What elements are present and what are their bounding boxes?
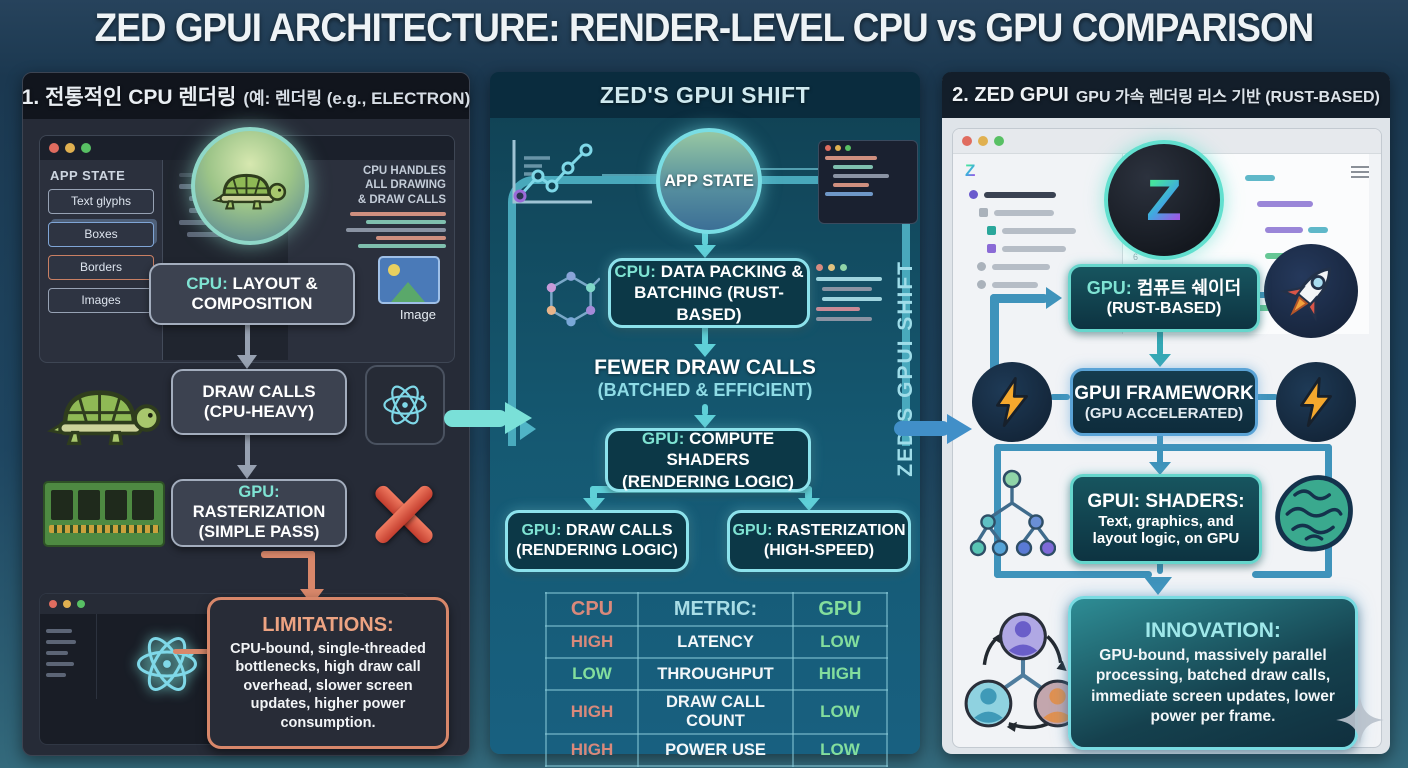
turtle-icon (47, 369, 163, 449)
electron-atom-icon (131, 628, 203, 700)
gpui-framework-box: GPUI FRAMEWORK (GPU ACCELERATED) (1070, 368, 1258, 436)
rocket-icon (1278, 258, 1344, 324)
collaboration-avatars-icon (962, 610, 1084, 736)
limitations-body: CPU-bound, single-threaded bottlenecks, … (230, 640, 426, 731)
table-row: HIGH LATENCY LOW (545, 625, 888, 659)
panel-cpu-header: 1. 전통적인 CPU 렌더링 (예: 렌더링 (e.g., ELECTRON) (21, 73, 471, 119)
lightning-icon (1289, 375, 1343, 429)
panel-mid-header: ZED'S GPUI SHIFT (490, 72, 920, 118)
fewer-draw-calls-note: FEWER DRAW CALLS (BATCHED & EFFICIENT) (594, 356, 816, 400)
cpu-packing-box: CPU: DATA PACKING & BATCHING (RUST-BASED… (608, 258, 810, 328)
electron-atom-icon (379, 379, 431, 431)
molecule-icon (542, 268, 600, 330)
draw-calls-box: DRAW CALLS (CPU-HEAVY) (171, 369, 347, 435)
image-label: Image (399, 307, 436, 323)
app-state-label: APP STATE (50, 168, 126, 183)
innovation-box: INNOVATION: GPU-bound, massively paralle… (1068, 596, 1358, 750)
gpu-rasterization-box: GPU: RASTERIZATION (HIGH-SPEED) (727, 510, 911, 572)
gpui-shaders-box: GPUI: SHADERS: Text, graphics, and layou… (1070, 474, 1262, 564)
panel-cpu-rendering: 1. 전통적인 CPU 렌더링 (예: 렌더링 (e.g., ELECTRON)… (22, 72, 470, 756)
image-thumbnail-icon (378, 256, 440, 305)
gpu-draw-calls-box: GPU: DRAW CALLS (RENDERING LOGIC) (505, 510, 689, 572)
cpu-layout-box: CPU: LAYOUT & COMPOSITION (149, 263, 355, 325)
zed-z-logo: Z (965, 161, 976, 180)
left-to-middle-arrow (444, 410, 508, 427)
cpu-note: CPU HANDLES ALL DRAWING & DRAW CALLS (357, 165, 446, 206)
electron-tile (365, 365, 445, 445)
code-snippet (816, 264, 900, 330)
panel-right-header-sub: GPU 가속 렌더링 리스 기반 (RUST-BASED) (1075, 89, 1380, 106)
minimize-button-icon (978, 136, 988, 146)
turtle-icon (212, 160, 288, 212)
panel-gpui-shift: ZED'S GPUI SHIFT APP STATE CPU: DATA PAC… (490, 72, 920, 767)
app-state-item-boxes: Boxes (48, 222, 154, 247)
cpu-note-column: CPU HANDLES ALL DRAWING & DRAW CALLS (288, 160, 454, 360)
left-to-middle-arrowhead (505, 402, 532, 434)
maximize-button-icon (77, 600, 85, 608)
table-row: HIGH POWER USE LOW (545, 733, 888, 767)
sidebar-file-list (969, 181, 1109, 289)
panel-right-header-main: 2. ZED GPUI (952, 83, 1069, 106)
menu-icon (1351, 163, 1369, 181)
app-state-item-borders: Borders (48, 255, 154, 280)
close-button-icon (49, 143, 59, 153)
table-header-row: CPU METRIC: GPU (545, 592, 888, 627)
gpu-compute-shader-box: GPU: 컴퓨트 쉐이더 (RUST-BASED) (1068, 264, 1260, 332)
x-mark-icon (367, 477, 441, 551)
panel-right-header: 2. ZED GPUI GPU 가속 렌더링 리스 기반 (RUST-BASED… (942, 72, 1390, 118)
sparkle-icon (1334, 694, 1386, 746)
close-button-icon (49, 600, 57, 608)
app-state-label: APP STATE (664, 171, 754, 190)
panel-cpu-header-main: 1. 전통적인 CPU 렌더링 (21, 86, 237, 109)
lightning-icon (985, 375, 1039, 429)
maximize-button-icon (81, 143, 91, 153)
app-state-circle: APP STATE (656, 128, 762, 234)
chart-icon (504, 134, 600, 212)
middle-to-right-arrowhead (947, 414, 972, 444)
panel-cpu-header-sub: (예: 렌더링 (e.g., ELECTRON) (243, 88, 471, 108)
lightning-circle (1276, 362, 1356, 442)
panel-zed-gpui: 2. ZED GPUI GPU 가속 렌더링 리스 기반 (RUST-BASED… (942, 72, 1390, 754)
comparison-table: CPU METRIC: GPU HIGH LATENCY LOW LOW THR… (545, 592, 888, 767)
close-button-icon (962, 136, 972, 146)
minimize-button-icon (65, 143, 75, 153)
file-tree (40, 614, 97, 699)
panel-mid-header-text: ZED'S GPUI SHIFT (599, 81, 811, 108)
innovation-body: GPU-bound, massively parallel processing… (1091, 647, 1335, 725)
code-window-icon (818, 140, 918, 224)
app-state-item-images: Images (48, 288, 154, 313)
lightning-circle (972, 362, 1052, 442)
table-row: HIGH DRAW CALL COUNT LOW (545, 689, 888, 735)
innovation-title: INNOVATION: (1145, 619, 1281, 643)
app-state-item-text-glyphs: Text glyphs (48, 189, 154, 214)
rocket-circle (1264, 244, 1358, 338)
side-label: ZED'S GPUI SHIFT (894, 260, 917, 477)
brain-icon (1272, 470, 1356, 558)
tree-icon (968, 466, 1056, 560)
turtle-circle (191, 127, 309, 245)
gpu-raster-box: GPU: RASTERIZATION (SIMPLE PASS) (171, 479, 347, 547)
app-state-column: APP STATE Text glyphs Boxes Borders Imag… (40, 160, 163, 360)
ram-icon (43, 481, 165, 547)
maximize-button-icon (994, 136, 1004, 146)
limitations-box: LIMITATIONS: CPU-bound, single-threaded … (207, 597, 449, 749)
zed-logo-circle: Z (1104, 140, 1224, 260)
limitations-title: LIMITATIONS: (262, 613, 394, 636)
gpu-compute-box: GPU: COMPUTE SHADERS (RENDERING LOGIC) (605, 428, 811, 492)
page-title: ZED GPUI ARCHITECTURE: RENDER-LEVEL CPU … (94, 6, 1315, 50)
zed-logo: Z (1146, 167, 1182, 233)
table-row: LOW THROUGHPUT HIGH (545, 657, 888, 691)
minimize-button-icon (63, 600, 71, 608)
code-lines (296, 212, 446, 249)
middle-to-right-arrow (894, 421, 950, 436)
